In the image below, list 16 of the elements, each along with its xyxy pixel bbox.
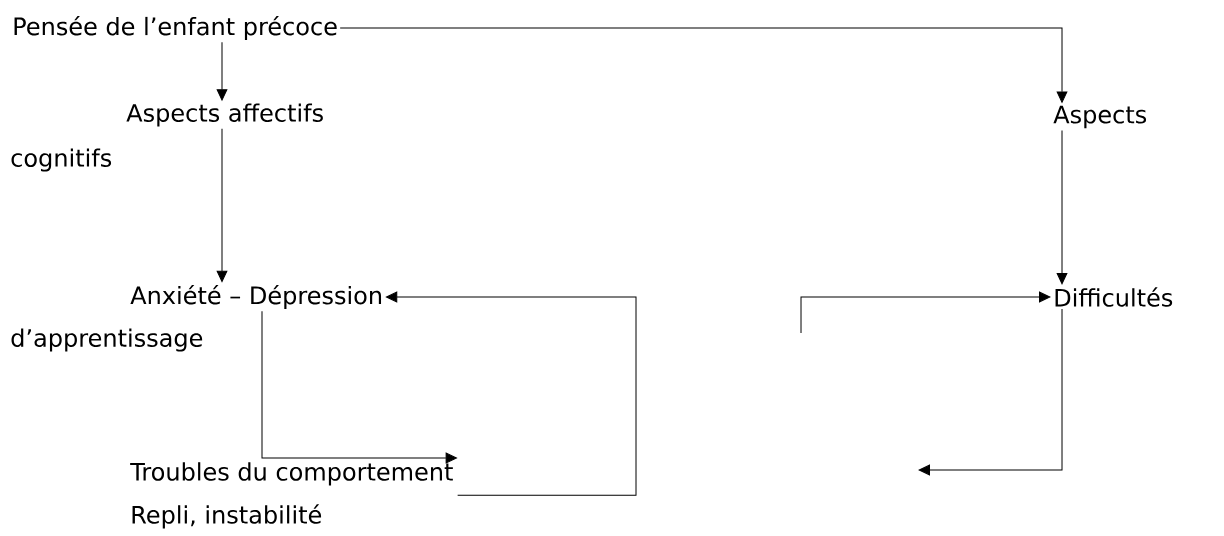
flow-text: Anxiété – Dépression (130, 284, 381, 310)
arrow (339, 27, 1068, 103)
flow-text: Aspects affectifs (126, 103, 323, 127)
flow-text: Pensée de l’enfant précoce (14, 15, 337, 41)
arrow (261, 310, 457, 464)
flow-text: Difficultés (1055, 287, 1173, 307)
continuation-text: d’apprentissage (11, 328, 203, 352)
arrow (918, 308, 1063, 476)
arrow (800, 291, 1051, 334)
arrow (385, 291, 637, 496)
flow-text: Troubles du comportement Repli, instabilité (130, 462, 453, 529)
arrow (216, 41, 228, 101)
arrow (1056, 129, 1068, 285)
continuation-text: cognitifs (11, 148, 112, 172)
arrow (216, 128, 228, 282)
flow-text: Aspects (1053, 105, 1147, 129)
